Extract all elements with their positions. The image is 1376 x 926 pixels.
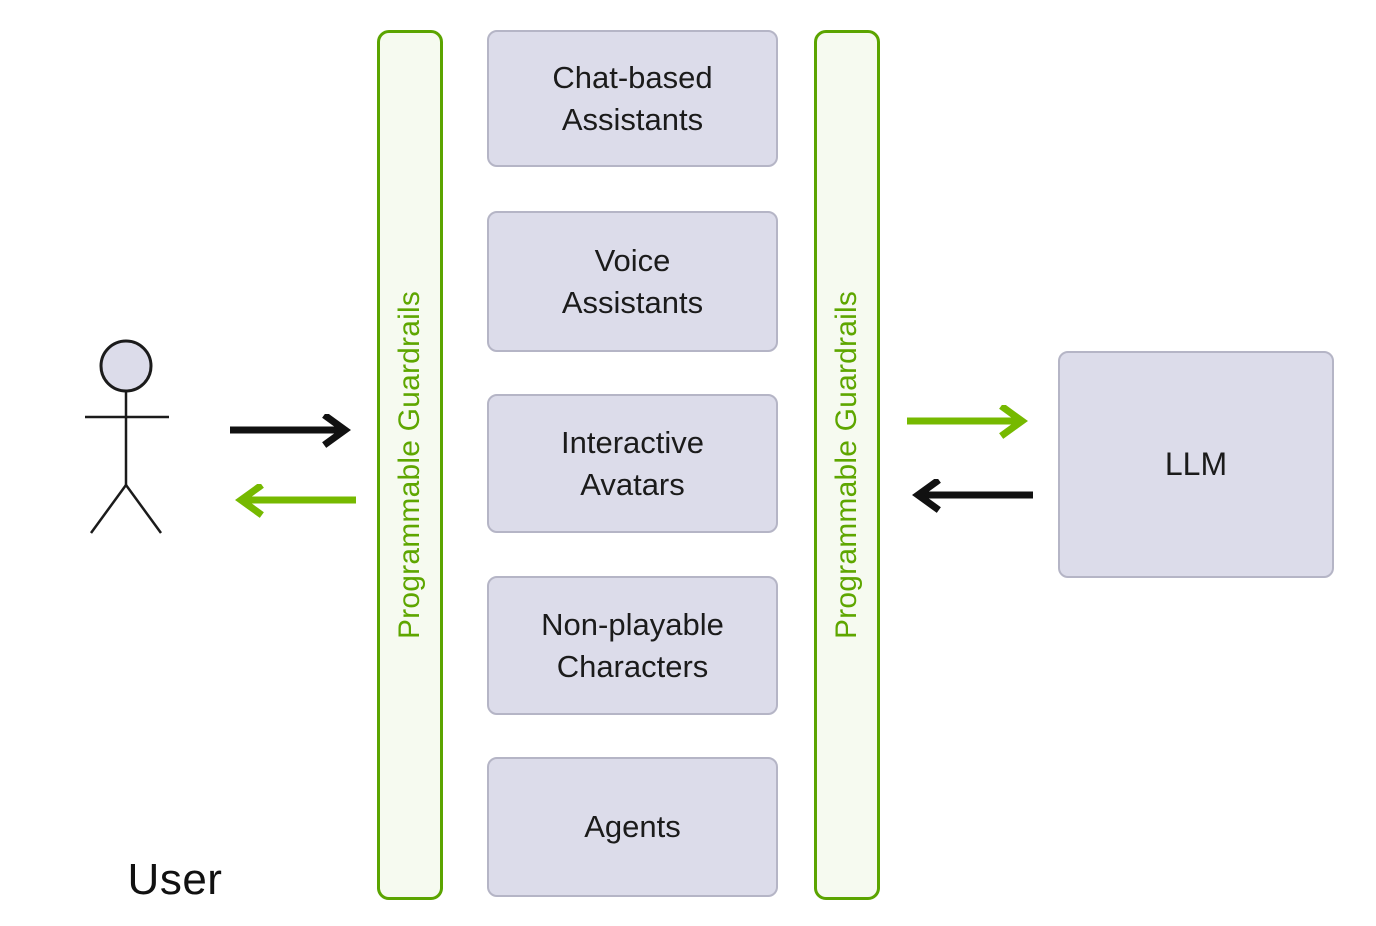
usecase-box-chat-based-assistants[interactable]: Chat-based Assistants xyxy=(487,30,778,167)
llm-label: LLM xyxy=(1164,446,1228,482)
usecase-label: Non-playable Characters xyxy=(541,604,724,686)
usecase-label-line2: Assistants xyxy=(561,284,704,320)
user-to-guardrail-arrow xyxy=(230,414,351,448)
usecase-box-interactive-avatars[interactable]: Interactive Avatars xyxy=(487,394,778,533)
usecase-label-line2: Assistants xyxy=(561,101,704,137)
usecase-label-line1: Non-playable xyxy=(541,607,724,643)
user-label: User xyxy=(127,855,223,904)
guardrail-left: Programmable Guardrails xyxy=(377,30,443,900)
usecase-label-line1: Interactive xyxy=(560,425,704,461)
usecase-label-line2: Avatars xyxy=(580,466,685,502)
usecase-label: Chat-based Assistants xyxy=(552,57,712,139)
usecase-box-voice-assistants[interactable]: Voice Assistants xyxy=(487,211,778,352)
usecase-box-non-playable-characters[interactable]: Non-playable Characters xyxy=(487,576,778,715)
usecase-label: Interactive Avatars xyxy=(561,422,704,504)
guardrail-right-label: Programmable Guardrails xyxy=(830,290,863,640)
guardrail-right: Programmable Guardrails xyxy=(814,30,880,900)
guardrail-to-user-arrow xyxy=(235,484,356,518)
usecase-label: Agents xyxy=(584,809,681,845)
usecase-box-agents[interactable]: Agents xyxy=(487,757,778,897)
usecase-label-line1: Voice xyxy=(594,243,671,279)
llm-to-guardrail-arrow xyxy=(912,479,1033,513)
usecase-label-line1: Chat-based xyxy=(552,60,713,96)
stick-figure-person-icon xyxy=(85,339,169,534)
usecase-label: Voice Assistants xyxy=(562,240,703,322)
usecase-label-line2: Characters xyxy=(556,648,709,684)
user-actor: User xyxy=(55,330,225,902)
guardrail-to-llm-arrow xyxy=(907,405,1028,439)
guardrail-left-label: Programmable Guardrails xyxy=(393,290,426,640)
llm-box[interactable]: LLM xyxy=(1058,351,1334,578)
